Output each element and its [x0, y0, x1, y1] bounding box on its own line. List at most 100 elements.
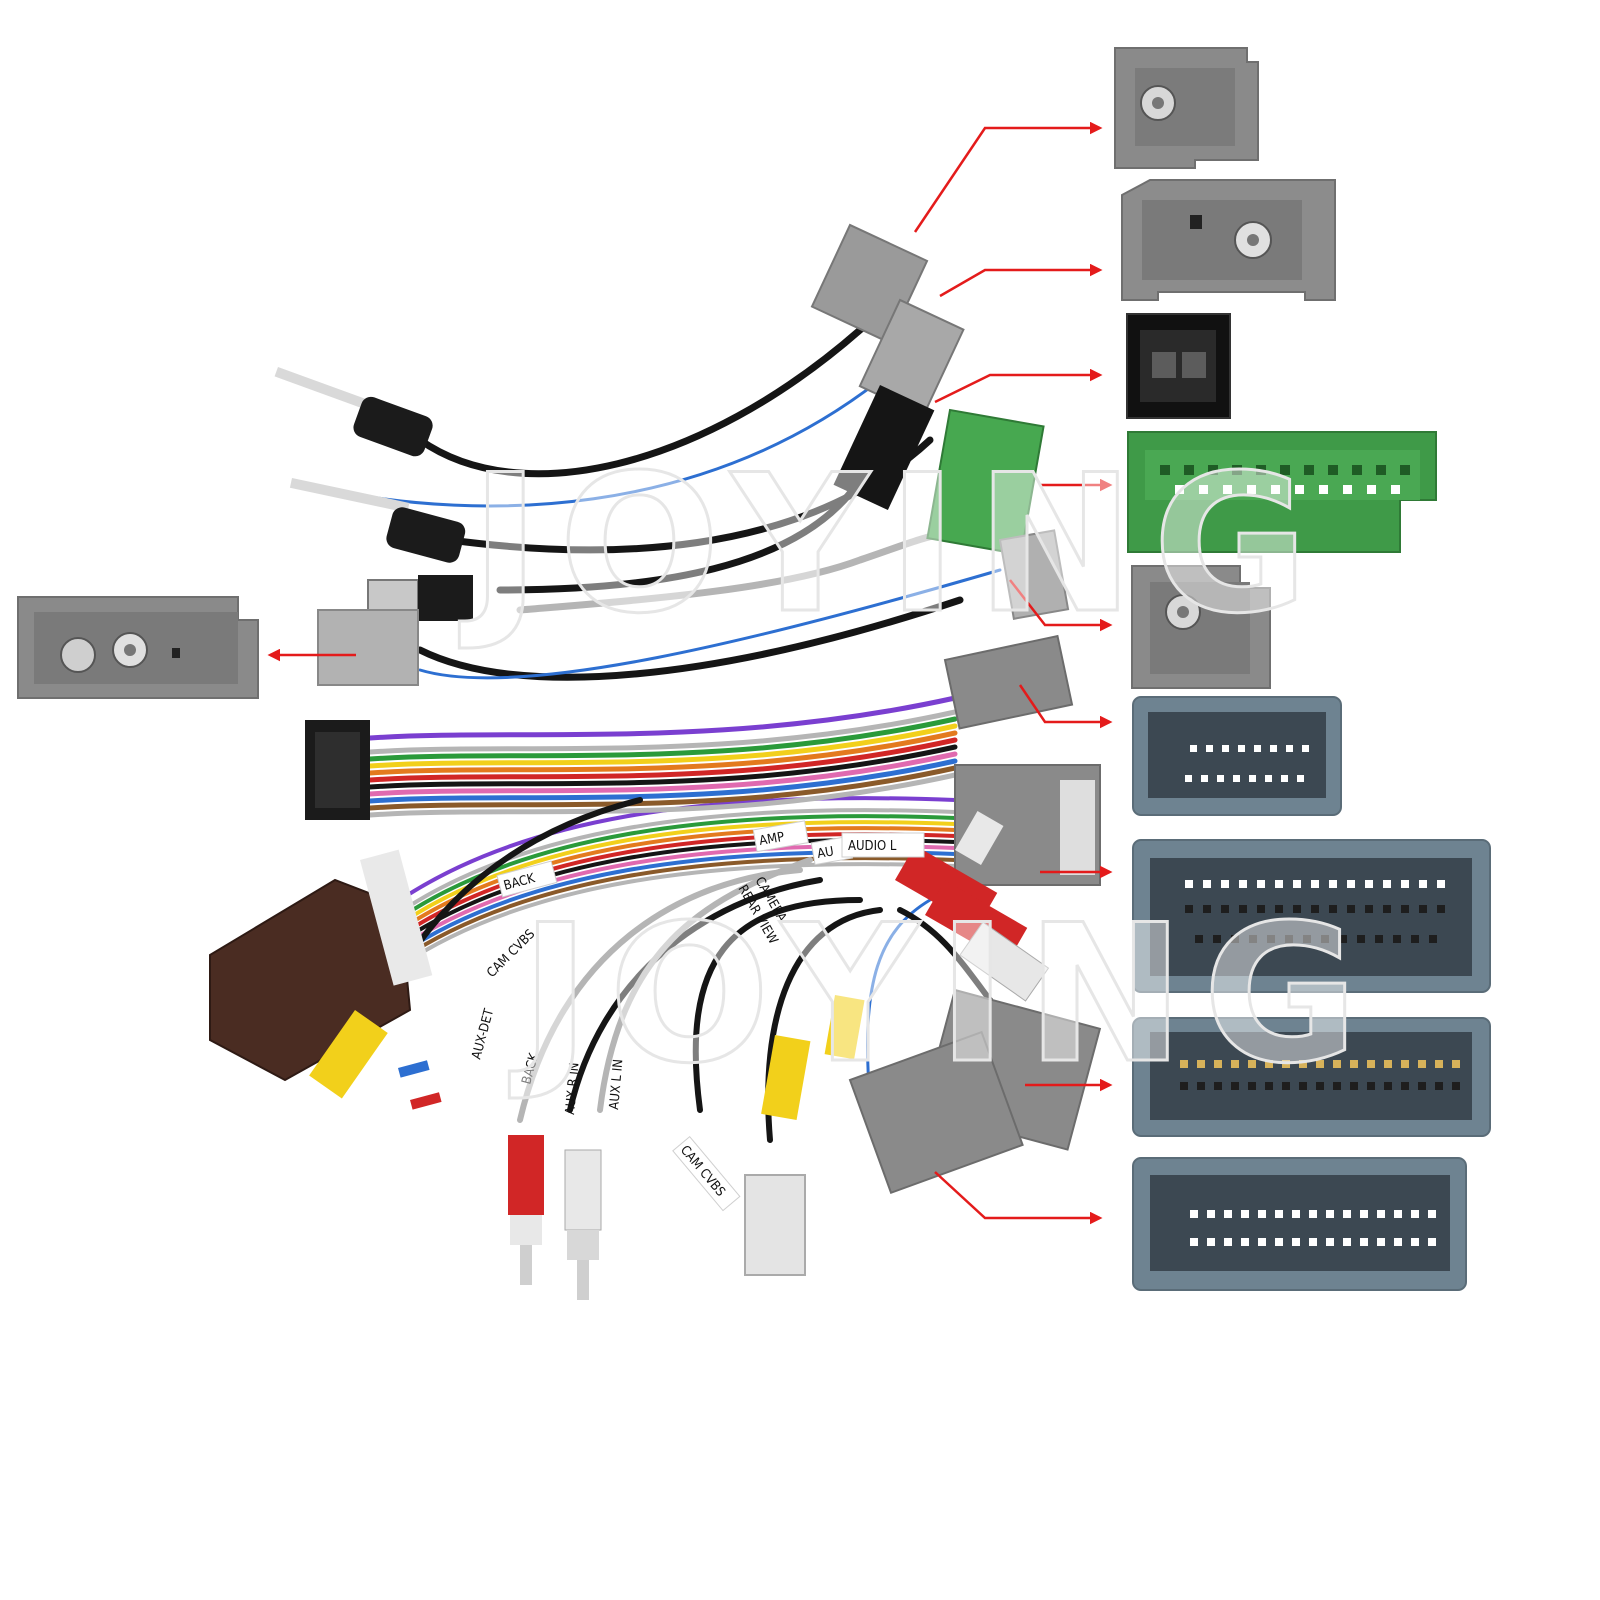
grey-plug-left [317, 609, 419, 686]
connector-pin [1343, 1210, 1351, 1218]
connector-pin [1180, 1082, 1188, 1090]
wire-bundle [328, 276, 1002, 1143]
connector-pin [1383, 880, 1391, 888]
connector-pin [1343, 1238, 1351, 1246]
bundle-wire [367, 716, 958, 762]
connector-pin [1223, 485, 1232, 494]
connector-pin [1297, 775, 1304, 782]
svg-text:AUDIO L: AUDIO L [848, 839, 897, 854]
connector-pin [1419, 880, 1427, 888]
connector-pin [1428, 1238, 1436, 1246]
bundle-wire [367, 772, 958, 818]
connector-pin [1197, 1060, 1205, 1068]
connector-pin [1377, 1238, 1385, 1246]
connector-pin [1258, 1238, 1266, 1246]
harness-plug-16pin [943, 634, 1074, 730]
connector-closeup-green [1127, 431, 1437, 553]
wire-label-aux-l-in: AUX L IN [607, 1059, 626, 1111]
connector-pin [1185, 880, 1193, 888]
connector-closeup-antenna-2 [1121, 179, 1336, 301]
rca-plug-white-bottom [564, 1149, 602, 1300]
connector-pin [1231, 1060, 1239, 1068]
bundle-wire [398, 814, 957, 920]
bundle-wire [398, 820, 957, 926]
svg-text:JOYING: JOYING [509, 884, 1377, 1105]
connector-pin [1214, 1082, 1222, 1090]
connector-pin [1452, 1082, 1460, 1090]
connector-pin [1401, 1060, 1409, 1068]
connector-pin [1203, 880, 1211, 888]
connector-closeup-large-mid [1132, 1017, 1491, 1137]
connector-pin [1239, 880, 1247, 888]
wire-label-aux-det: AUX-DET [469, 1006, 497, 1061]
connector-pin [1309, 1210, 1317, 1218]
connector-pin [1241, 1238, 1249, 1246]
bundle-wire [367, 702, 958, 748]
connector-pin [1271, 485, 1280, 494]
bundle-wire [367, 709, 958, 755]
connector-pin [1248, 1082, 1256, 1090]
connector-pin [1435, 1060, 1443, 1068]
bundle-wire [398, 802, 957, 908]
harness-plug-large-1 [954, 764, 1101, 886]
connector-pin [1437, 880, 1445, 888]
connector-pin [1221, 880, 1229, 888]
connector-pin [1391, 485, 1400, 494]
connector-pin [1231, 935, 1239, 943]
connector-pin [1299, 1082, 1307, 1090]
connector-pin [1175, 485, 1184, 494]
connector-pin [1360, 1238, 1368, 1246]
connector-pin [1401, 1082, 1409, 1090]
connector-pin [1299, 1060, 1307, 1068]
connector-pin [1206, 745, 1213, 752]
connector-pin [1303, 935, 1311, 943]
connector-pin [1248, 1060, 1256, 1068]
wire-label-amp: AMP [752, 820, 809, 853]
connector-pin [1411, 935, 1419, 943]
connector-pin [1333, 1082, 1341, 1090]
wire-label-back-top: BACK [496, 860, 558, 898]
connector-pin [1365, 880, 1373, 888]
svg-text:AUX R IN: AUX R IN [563, 1062, 583, 1115]
connector-pin [1401, 880, 1409, 888]
connector-pin [1180, 1060, 1188, 1068]
antenna-plug-2 [289, 478, 466, 563]
connector-pin [1418, 1060, 1426, 1068]
connector-pin [1347, 880, 1355, 888]
connector-pin [1384, 1060, 1392, 1068]
connector-pin [1256, 465, 1266, 475]
connector-pin [1197, 1082, 1205, 1090]
connector-pin [1275, 880, 1283, 888]
connector-pin [1160, 465, 1170, 475]
connector-pin [1190, 745, 1197, 752]
bundle-wire [398, 808, 957, 914]
connector-pin [1319, 485, 1328, 494]
connector-pin [1190, 1210, 1198, 1218]
connector-pin [1428, 1210, 1436, 1218]
watermark: JOYING JOYING [458, 433, 1377, 1107]
canbus-decoder-box [209, 849, 433, 1082]
grey-plug-small [998, 529, 1070, 620]
connector-pin [1295, 485, 1304, 494]
connector-pin [1304, 465, 1314, 475]
connector-closeup-black [1126, 313, 1231, 419]
svg-text:JOYING: JOYING [459, 434, 1327, 655]
connector-pin [1270, 745, 1277, 752]
connector-pin [1367, 1060, 1375, 1068]
connector-pin [1239, 905, 1247, 913]
connector-pin [1418, 1082, 1426, 1090]
connector-pin [1249, 935, 1257, 943]
connector-pin [1217, 775, 1224, 782]
connector-pin [1254, 745, 1261, 752]
connector-pin [1437, 905, 1445, 913]
connector-pin [1321, 935, 1329, 943]
connector-pin [1329, 880, 1337, 888]
rca-plug-white-1 [959, 921, 1050, 1002]
connector-pin [1343, 485, 1352, 494]
wire-label-cam-cvbs-2: CAM CVBS [672, 1135, 741, 1212]
connector-pin [1286, 745, 1293, 752]
connector-pin [1326, 1210, 1334, 1218]
bundle-wire [398, 862, 957, 968]
connector-pin [1367, 485, 1376, 494]
